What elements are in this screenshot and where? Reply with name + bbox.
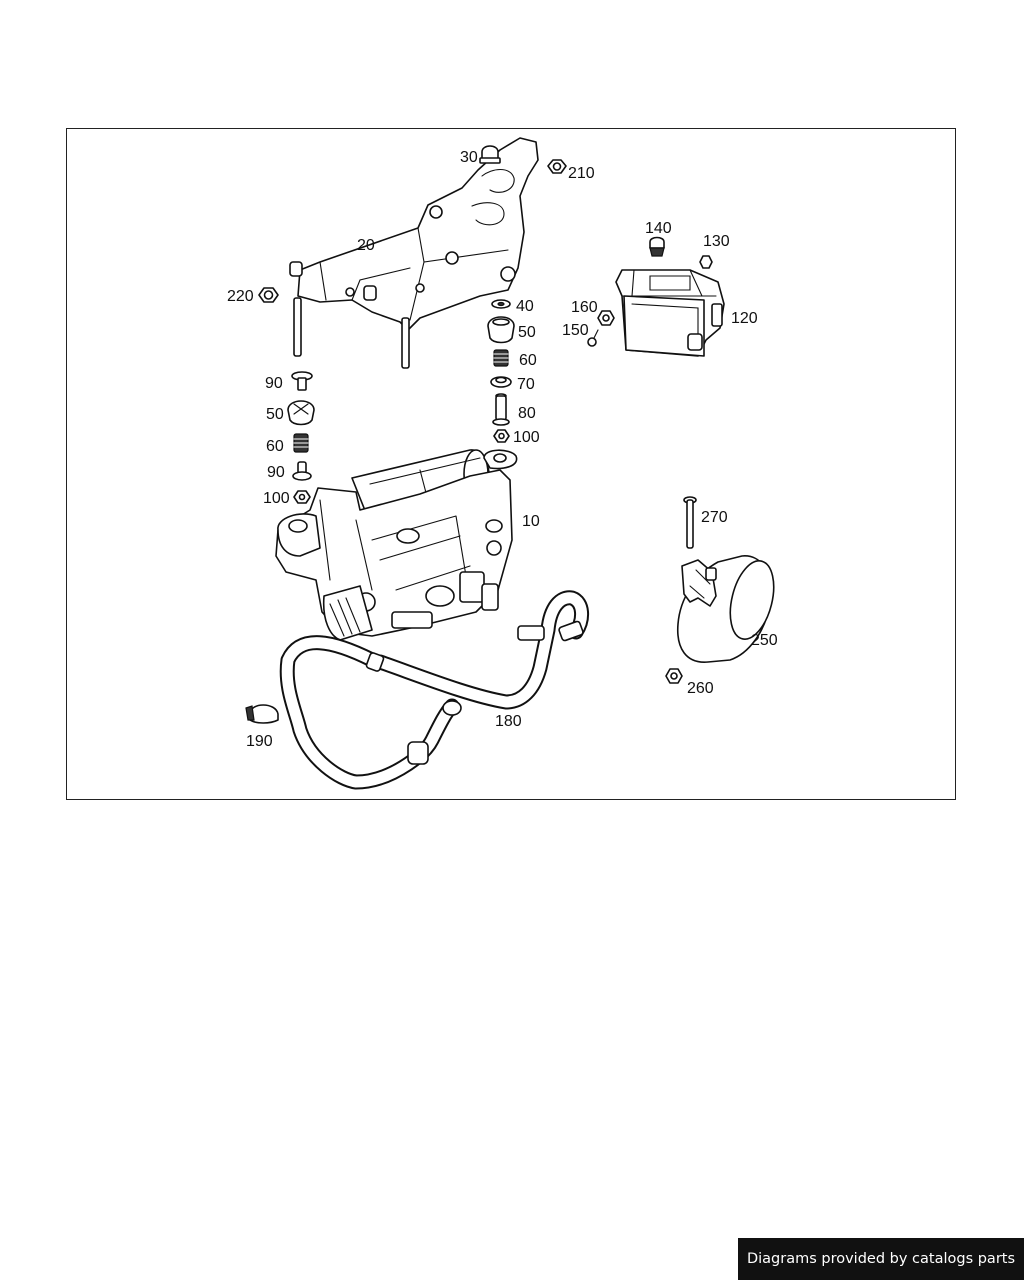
callout-150: 150 <box>562 322 589 339</box>
washer-part-40[interactable] <box>491 299 511 309</box>
callout-90-bottom: 90 <box>267 464 285 481</box>
nut-part-130[interactable] <box>699 255 713 269</box>
nut-part-210[interactable] <box>547 159 567 174</box>
sleeve-part-80[interactable] <box>492 393 510 426</box>
callout-210: 210 <box>568 165 595 182</box>
callout-50-right: 50 <box>518 324 536 341</box>
bolt-part-270[interactable] <box>683 496 697 549</box>
callout-100-right: 100 <box>513 429 540 446</box>
callout-120: 120 <box>731 310 758 327</box>
reservoir-part-250[interactable] <box>676 555 781 663</box>
callout-80: 80 <box>518 405 536 422</box>
nut-part-160[interactable] <box>597 310 615 326</box>
spring-part-60-right[interactable] <box>493 349 509 367</box>
diagram-credit-badge: Diagrams provided by catalogs parts <box>738 1238 1024 1280</box>
callout-220: 220 <box>227 288 254 305</box>
callout-250: 250 <box>751 632 778 649</box>
nut-part-260[interactable] <box>665 668 683 684</box>
bracket-part-20[interactable] <box>289 137 539 369</box>
callout-60-right: 60 <box>519 352 537 369</box>
callout-260: 260 <box>687 680 714 697</box>
screw-part-150[interactable] <box>587 329 599 347</box>
nut-part-220[interactable] <box>258 287 279 303</box>
callout-90-top: 90 <box>265 375 283 392</box>
callout-20: 20 <box>357 237 375 254</box>
nut-part-140[interactable] <box>649 236 665 257</box>
rubber-mount-part-50-left[interactable] <box>287 400 315 426</box>
callout-180: 180 <box>495 713 522 730</box>
screw-part-90-top[interactable] <box>291 371 313 391</box>
callout-10: 10 <box>522 513 540 530</box>
washer-part-70[interactable] <box>490 376 512 388</box>
nut-part-100-right[interactable] <box>493 429 510 443</box>
callout-30: 30 <box>460 149 478 166</box>
screw-part-90-bottom[interactable] <box>292 461 312 481</box>
callout-40: 40 <box>516 298 534 315</box>
compressor-part-10[interactable] <box>275 449 518 641</box>
callout-60-left: 60 <box>266 438 284 455</box>
spring-part-60-left[interactable] <box>293 433 309 453</box>
rubber-mount-part-50-right[interactable] <box>487 316 515 344</box>
callout-140: 140 <box>645 220 672 237</box>
callout-130: 130 <box>703 233 730 250</box>
hose-part-180[interactable] <box>279 590 589 790</box>
clamp-part-190[interactable] <box>245 704 279 724</box>
callout-70: 70 <box>517 376 535 393</box>
cap-nut-part-30[interactable] <box>479 145 501 164</box>
nut-part-100-left[interactable] <box>293 490 311 504</box>
callout-160: 160 <box>571 299 598 316</box>
control-unit-part-120[interactable] <box>615 269 725 357</box>
callout-50-left: 50 <box>266 406 284 423</box>
callout-100-left: 100 <box>263 490 290 507</box>
callout-190: 190 <box>246 733 273 750</box>
callout-270: 270 <box>701 509 728 526</box>
